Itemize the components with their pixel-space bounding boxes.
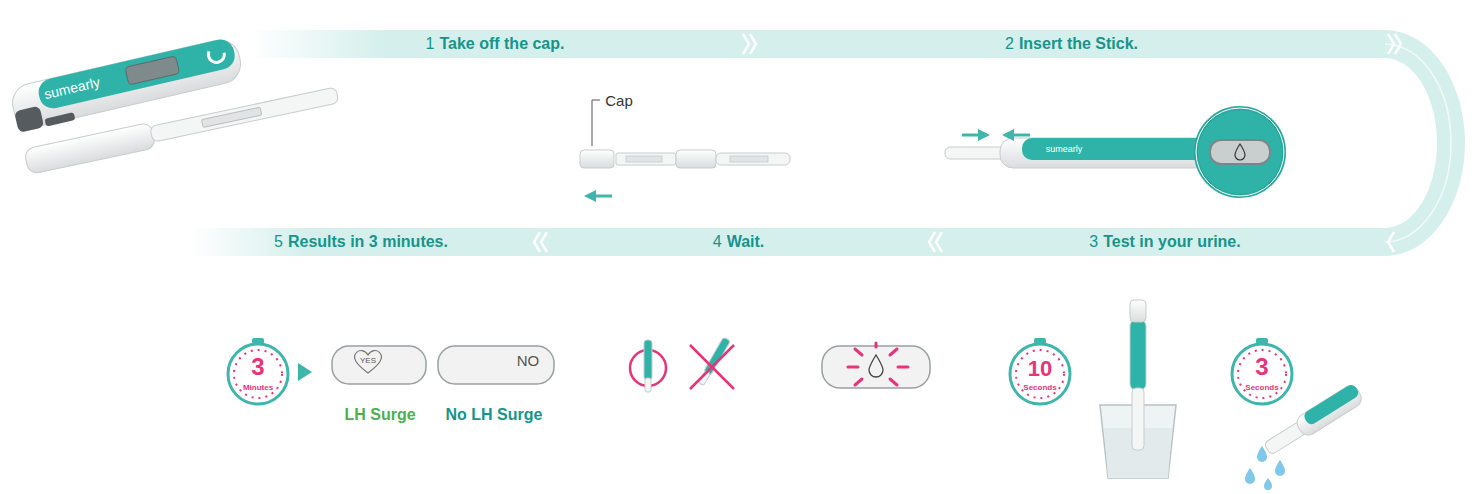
flow-connector (532, 228, 550, 256)
chevron (929, 232, 935, 252)
step-title: Insert the Stick. (1019, 35, 1138, 53)
flow-connector (927, 228, 945, 256)
step-title: Wait. (727, 233, 765, 251)
label: 3 (1255, 355, 1268, 379)
chevron (1395, 34, 1401, 54)
urine-stream (1245, 383, 1365, 490)
chevron (1388, 34, 1394, 54)
step-title: Take off the cap. (439, 35, 564, 53)
step-band: 1Take off the cap. (250, 30, 740, 58)
step-band: 5 Results in 3 minutes. (190, 228, 532, 256)
flow-band (190, 30, 1465, 256)
wait-signs (630, 337, 930, 392)
result-displays (298, 346, 554, 384)
stick-with-cap (580, 100, 790, 202)
stick-insert (945, 108, 1284, 196)
step-number: 5 (274, 233, 283, 251)
step-title: Results in 3 minutes. (288, 233, 448, 251)
step-title: Test in your urine. (1103, 233, 1241, 251)
step-band: 2 Insert the Stick. (758, 30, 1385, 58)
step-number: 2 (1005, 35, 1014, 53)
step-number: 4 (713, 233, 722, 251)
label: Seconds (1023, 384, 1056, 392)
step-number: 1 (426, 35, 435, 53)
chevron (541, 232, 547, 252)
chevron (936, 232, 942, 252)
label: NO (517, 353, 540, 368)
flow-connector (1385, 34, 1451, 252)
chevron (750, 34, 756, 54)
step-band: 4 Wait. (550, 228, 927, 256)
step-number: 3 (1089, 233, 1098, 251)
label: Minutes (243, 384, 273, 392)
label: 10 (1028, 358, 1052, 380)
label: Cap (605, 93, 633, 108)
step-band: 3 Test in your urine. (945, 228, 1385, 256)
label: Seconds (1245, 384, 1278, 392)
test-stick (24, 83, 340, 175)
chevron (534, 232, 540, 252)
chevron (1388, 232, 1394, 252)
label: 3 (251, 355, 264, 379)
urine-cup (1100, 300, 1176, 478)
chevron (743, 34, 749, 54)
label: sumearly (1046, 145, 1083, 154)
label: YES (360, 357, 376, 365)
flow-connector (740, 30, 758, 58)
label: LH Surge (344, 407, 415, 423)
label: No LH Surge (446, 407, 543, 423)
